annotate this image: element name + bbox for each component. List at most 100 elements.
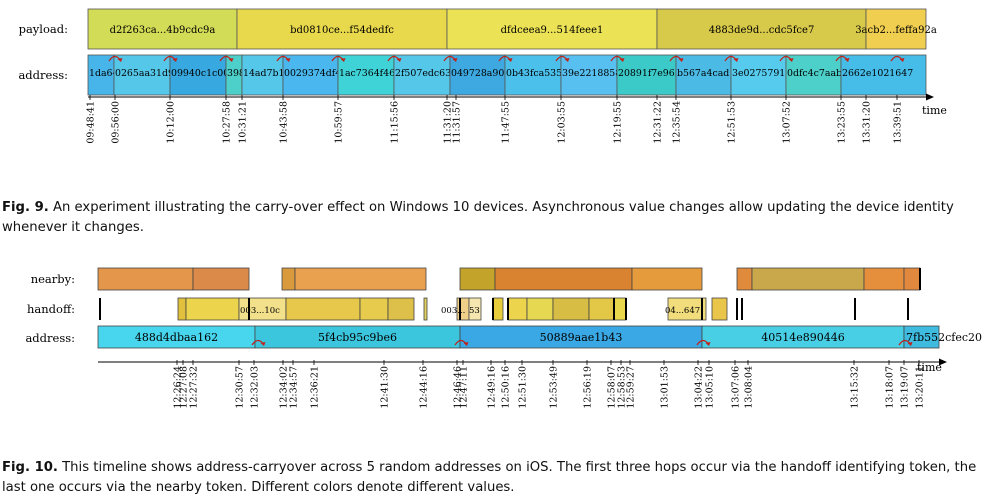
svg-text:4883de9d...cdc5fce7: 4883de9d...cdc5fce7 — [709, 25, 815, 36]
nearby-track — [97, 267, 921, 291]
tick-label: 12:58:53 — [616, 366, 627, 409]
time-axis-arrowhead — [939, 358, 947, 366]
tick-label: 13:31:20 — [861, 101, 872, 144]
tick-label: 12:50:16 — [500, 366, 511, 409]
svg-text:2f507edc63: 2f507edc63 — [395, 68, 451, 79]
address-segment: 3e02757912 — [730, 54, 791, 96]
address-segment: 2f507edc63 — [393, 54, 451, 96]
svg-text:0265aa31d9: 0265aa31d9 — [115, 68, 174, 79]
tick-label: 12:49:16 — [486, 366, 497, 409]
figure-9-caption: Fig. 9. An experiment illustrating the c… — [2, 198, 977, 238]
tick-label: 09:48:41 — [85, 101, 96, 144]
handoff-segment — [507, 297, 528, 321]
nearby-segment — [863, 267, 905, 291]
nearby-segment — [736, 267, 753, 291]
svg-text:40514e890446: 40514e890446 — [761, 331, 845, 344]
svg-text:0dfc4c7aab: 0dfc4c7aab — [787, 68, 842, 79]
payload-segment: 4883de9d...cdc5fce7 — [656, 8, 867, 50]
payload-segment: d2f263ca...4b9cdc9a — [87, 8, 238, 50]
svg-text:049728a900: 049728a900 — [451, 68, 510, 79]
figure-9-caption-label: Fig. 9. — [2, 200, 49, 215]
address-segment: 0dfc4c7aab — [785, 54, 842, 96]
carryover-arrow — [610, 55, 625, 62]
tick-label: 11:15:56 — [389, 101, 400, 144]
svg-text:3acb2...feffa92a: 3acb2...feffa92a — [855, 25, 937, 36]
address-segment: 0b43fca535 — [504, 54, 562, 96]
handoff-segment — [526, 297, 554, 321]
tick-label: 12:19:55 — [612, 101, 623, 144]
address-segment: 1da64 — [87, 54, 119, 96]
tick-label: 12:27:32 — [188, 366, 199, 409]
tick-label: 12:35:54 — [671, 101, 682, 144]
time-axis-arrowhead — [926, 93, 934, 101]
address-segment: 1ac7364f46 — [337, 54, 395, 96]
handoff-segment — [588, 297, 615, 321]
svg-text:2662e1021647: 2662e1021647 — [842, 68, 913, 79]
tick-label: 12:51:30 — [517, 366, 528, 409]
handoff-segment — [613, 297, 627, 321]
tick-label: 09:56:00 — [110, 101, 121, 144]
tick-label: 12:34:57 — [288, 366, 299, 409]
tick-label: 13:19:07 — [899, 366, 910, 409]
handoff-value-label: 003... — [441, 306, 465, 316]
address-segment: 40514e890446 — [701, 325, 905, 349]
tick-label: 12:59:27 — [625, 366, 636, 409]
svg-text:dfdceea9...514feee1: dfdceea9...514feee1 — [501, 25, 604, 36]
figure-10-caption: Fig. 10. This timeline shows address-car… — [2, 458, 977, 498]
address-segment: 0265aa31d9 — [113, 54, 174, 96]
svg-text:bd0810ce...f54dedfc: bd0810ce...f54dedfc — [290, 25, 394, 36]
nearby-segment — [281, 267, 296, 291]
svg-text:d2f263ca...4b9cdc9a: d2f263ca...4b9cdc9a — [110, 25, 216, 36]
nearby-segment — [192, 267, 250, 291]
handoff-segment — [492, 297, 504, 321]
svg-text:5f4cb95c9be6: 5f4cb95c9be6 — [318, 331, 397, 344]
handoff-segment — [285, 297, 361, 321]
tick-label: 12:41:30 — [379, 366, 390, 409]
figure-9-caption-text: An experiment illustrating the carry-ove… — [2, 200, 954, 235]
tick-label: 11:31:20 — [442, 101, 453, 144]
carryover-arrow — [724, 55, 739, 62]
address-track: 1da640265aa31d909940c1c003980a7d67d14ad7… — [87, 54, 927, 96]
nearby-segment — [903, 267, 921, 291]
svg-text:20891f7e963: 20891f7e963 — [618, 68, 681, 79]
tick-label: 12:58:07 — [606, 366, 617, 409]
address-segment: 50889aae1b43 — [459, 325, 703, 349]
payload-segment: 3acb2...feffa92a — [855, 8, 937, 50]
time-axis-label: time — [922, 104, 947, 117]
nearby-row-label: nearby: — [31, 272, 75, 286]
tick-label: 13:07:52 — [781, 101, 792, 144]
svg-text:3e02757912: 3e02757912 — [732, 68, 791, 79]
carryover-arrow — [276, 55, 291, 62]
tick-label: 13:07:06 — [730, 366, 741, 409]
handoff-segment — [423, 297, 428, 321]
payload-segment: dfdceea9...514feee1 — [446, 8, 658, 50]
tick-label: 12:51:53 — [726, 101, 737, 144]
tick-label: 13:20:11 — [914, 366, 925, 409]
carryover-arrow — [696, 339, 711, 346]
nearby-segment — [494, 267, 633, 291]
time-axis-label: time — [917, 361, 942, 374]
tick-label: 12:31:22 — [652, 101, 663, 144]
carryover-arrow — [387, 55, 402, 62]
tick-label: 10:12:00 — [165, 101, 176, 144]
tick-label: 13:39:51 — [892, 101, 903, 144]
address-row-label: address: — [25, 331, 75, 345]
carryover-arrow — [898, 339, 913, 346]
carryover-arrow — [331, 55, 346, 62]
tick-label: 10:43:58 — [278, 101, 289, 144]
tick-label: 12:47:11 — [458, 366, 469, 409]
tick-label: 12:56:19 — [582, 366, 593, 409]
svg-text:0b43fca535: 0b43fca535 — [506, 68, 562, 79]
handoff-segment — [359, 297, 389, 321]
tick-label: 12:46:46 — [452, 366, 463, 409]
svg-text:39e2218858: 39e2218858 — [562, 68, 621, 79]
nearby-segment — [751, 267, 865, 291]
tick-label: 13:15:32 — [849, 366, 860, 409]
payload-row-label: payload: — [19, 22, 68, 36]
svg-text:09940c1c00: 09940c1c00 — [171, 68, 229, 79]
address-segment: 20891f7e963 — [616, 54, 681, 96]
